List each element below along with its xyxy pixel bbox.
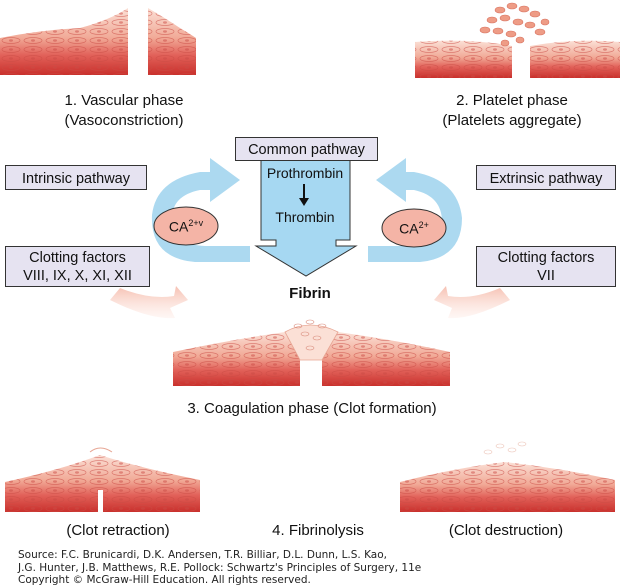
- intrinsic-calcium-label: CA2+v: [169, 218, 203, 235]
- coagulation-phase-tissue: [173, 319, 450, 386]
- intrinsic-calcium-ellipse: [153, 206, 219, 246]
- source-citation: Source: F.C. Brunicardi, D.K. Andersen, …: [18, 549, 421, 587]
- coagulation-phase-title: 3. Coagulation phase (Clot formation): [187, 400, 437, 417]
- vascular-phase-tissue: [0, 8, 196, 75]
- fibrinolysis-title: 4. Fibrinolysis: [272, 522, 364, 539]
- clot-destruction-tissue: [400, 441, 615, 512]
- calcium-superscript: 2+: [418, 220, 429, 230]
- source-line-1: Source: F.C. Brunicardi, D.K. Andersen, …: [18, 549, 388, 561]
- vascular-phase-subtitle: (Vasoconstriction): [64, 112, 184, 129]
- fibrin-label: Fibrin: [289, 285, 331, 302]
- intrinsic-factors-line1: Clotting factors: [29, 250, 126, 266]
- calcium-text: CA: [399, 220, 419, 237]
- extrinsic-calcium-label: CA2+: [399, 220, 429, 237]
- clot-destruction-label: (Clot destruction): [448, 522, 564, 539]
- common-pathway-box: Common pathway: [235, 137, 378, 161]
- extrinsic-clotting-factors-box: Clotting factors VII: [476, 246, 616, 287]
- extrinsic-pathway-box: Extrinsic pathway: [476, 165, 616, 190]
- common-pathway-arrow: [254, 159, 358, 277]
- vascular-phase-title: 1. Vascular phase: [64, 92, 184, 109]
- platelet-phase-tissue: [415, 2, 620, 78]
- copyright-line: Copyright © McGraw-Hill Education. All r…: [18, 574, 311, 586]
- extrinsic-factors-line2: VII: [537, 268, 555, 285]
- calcium-superscript: 2+v: [188, 218, 204, 228]
- prothrombin-to-thrombin-arrow: [299, 184, 309, 206]
- intrinsic-pink-arrow: [110, 286, 188, 319]
- clot-retraction-tissue: [5, 447, 200, 512]
- extrinsic-calcium-ellipse: [381, 208, 447, 248]
- platelet-phase-subtitle: (Platelets aggregate): [442, 112, 582, 129]
- intrinsic-clotting-factors-box: Clotting factors VIII, IX, X, XI, XII: [5, 246, 150, 287]
- source-line-2: J.G. Hunter, J.B. Matthews, R.E. Pollock…: [18, 561, 422, 574]
- thrombin-label: Thrombin: [275, 209, 335, 225]
- platelets: [479, 2, 550, 47]
- platelet-phase-title: 2. Platelet phase: [456, 92, 568, 109]
- extrinsic-factors-line1: Clotting factors: [497, 250, 595, 266]
- intrinsic-pathway-box: Intrinsic pathway: [5, 165, 147, 190]
- calcium-text: CA: [168, 218, 189, 235]
- clot-retraction-label: (Clot retraction): [66, 522, 170, 539]
- prothrombin-label: Prothrombin: [266, 165, 344, 181]
- extrinsic-pink-arrow: [434, 286, 510, 319]
- intrinsic-factors-line2: VIII, IX, X, XI, XII: [23, 268, 132, 285]
